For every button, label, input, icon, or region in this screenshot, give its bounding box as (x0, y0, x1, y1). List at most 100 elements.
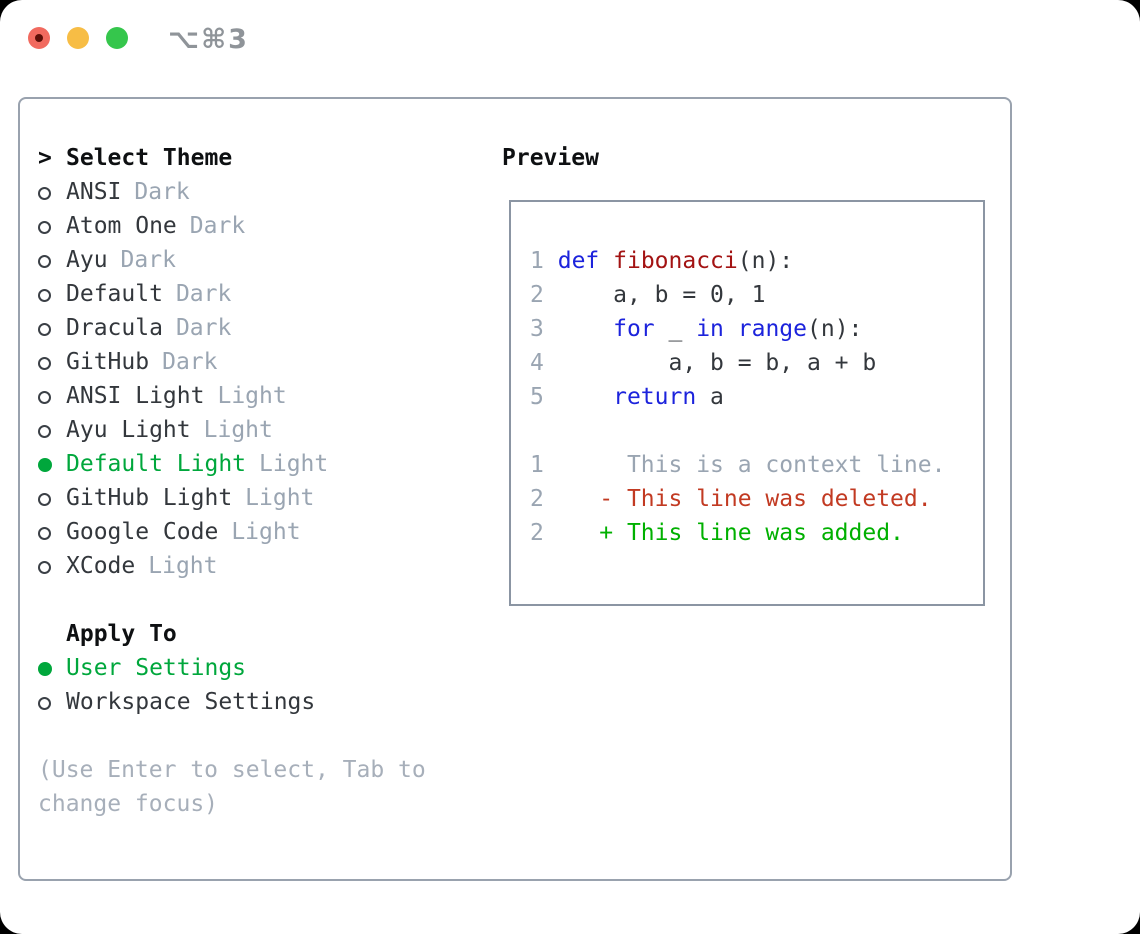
radio-icon (38, 187, 51, 200)
prompt-caret-icon: > (38, 145, 52, 171)
code-token-kw: in (696, 316, 724, 342)
code-token-pltok: (n): (737, 248, 794, 274)
theme-option-label: Atom One (66, 213, 177, 239)
theme-option-default[interactable]: Default Dark (38, 277, 426, 311)
theme-option-xcode[interactable]: XCode Light (38, 549, 426, 583)
theme-option-dracula[interactable]: Dracula Dark (38, 311, 426, 345)
preview-code-line: 3 for _ in range(n): (530, 312, 983, 346)
radio-icon (38, 527, 51, 540)
code-token-kw: range (737, 316, 808, 342)
preview-code-line: 5 return a (530, 380, 983, 414)
theme-option-tag: Dark (175, 315, 232, 341)
radio-icon (38, 561, 51, 574)
code-token-add: + This line was added. (557, 520, 904, 546)
preview-code-line: 2 a, b = 0, 1 (530, 278, 983, 312)
code-token-kw: def (557, 248, 600, 274)
theme-option-atom-one[interactable]: Atom One Dark (38, 209, 426, 243)
line-number: 2 (530, 486, 544, 512)
theme-option-tag: Light (148, 553, 218, 579)
theme-option-default-light[interactable]: Default Light Light (38, 447, 426, 481)
radio-icon (38, 697, 51, 710)
code-token-kw: return (613, 384, 697, 410)
theme-option-tag: Dark (134, 179, 190, 205)
theme-option-github-light[interactable]: GitHub Light Light (38, 481, 426, 515)
line-number: 1 (530, 452, 544, 478)
theme-option-ansi[interactable]: ANSI Dark (38, 175, 426, 209)
theme-option-label: Dracula (66, 315, 163, 341)
line-number: 2 (530, 520, 544, 546)
select-theme-header: > Select Theme (38, 141, 426, 175)
code-token-ctx: This is a context line. (557, 452, 946, 478)
code-token-pltok (558, 316, 613, 342)
theme-option-tag: Light (203, 417, 273, 443)
apply-option-label: Workspace Settings (66, 689, 316, 715)
theme-option-tag: Light (217, 383, 287, 409)
theme-option-label: Default Light (66, 451, 247, 477)
apply-to-header: Apply To (38, 617, 426, 651)
radio-icon (38, 221, 51, 234)
preview-code-line (530, 414, 983, 448)
radio-icon (38, 289, 51, 302)
theme-option-ayu-light[interactable]: Ayu Light Light (38, 413, 426, 447)
select-theme-title: Select Theme (66, 145, 233, 171)
minimize-button[interactable] (67, 27, 89, 49)
preview-code-line: 1 def fibonacci(n): (530, 244, 983, 278)
apply-to-title: Apply To (66, 621, 177, 647)
theme-option-label: Google Code (66, 519, 219, 545)
theme-option-label: XCode (66, 553, 136, 579)
preview-title: Preview (502, 145, 599, 171)
theme-option-tag: Dark (162, 349, 218, 375)
keyboard-hint-text: (Use Enter to select, Tab to change focu… (38, 757, 426, 817)
zoom-button[interactable] (106, 27, 128, 49)
line-number: 3 (530, 316, 544, 342)
window-shortcut-label: ⌥⌘3 (168, 24, 249, 55)
radio-icon (38, 255, 51, 268)
theme-option-tag: Light (231, 519, 301, 545)
theme-option-tag: Light (245, 485, 315, 511)
theme-option-tag: Light (259, 451, 329, 477)
code-token-pltok: a (696, 384, 724, 410)
code-token-pltok (599, 248, 613, 274)
code-token-pltok: _ (654, 316, 697, 342)
preview-code-line: 2 - This line was deleted. (530, 482, 983, 516)
code-token-pltok: a, b = 0, 1 (557, 282, 766, 308)
theme-option-tag: Dark (120, 247, 176, 273)
titlebar: ⌥⌘3 (0, 0, 1140, 76)
code-token-del: - This line was deleted. (557, 486, 932, 512)
preview-code-line: 1 This is a context line. (530, 448, 983, 482)
theme-option-google-code[interactable]: Google Code Light (38, 515, 426, 549)
apply-option-user-settings[interactable]: User Settings (38, 651, 426, 685)
code-token-pltok (558, 384, 613, 410)
theme-option-label: GitHub Light (66, 485, 233, 511)
preview-code-line: 4 a, b = b, a + b (530, 346, 983, 380)
theme-option-ansi-light[interactable]: ANSI Light Light (38, 379, 426, 413)
radio-icon (38, 391, 51, 404)
code-token-pltok: (n): (807, 316, 863, 342)
line-number: 2 (530, 282, 544, 308)
code-token-pltok (724, 316, 738, 342)
close-button[interactable] (28, 27, 50, 49)
radio-icon (38, 493, 51, 506)
radio-icon (38, 323, 51, 336)
code-token-fn: fibonacci (613, 248, 738, 274)
theme-option-label: Default (66, 281, 163, 307)
theme-option-label: ANSI (66, 179, 122, 205)
close-button-dot-icon (35, 34, 43, 42)
theme-option-tag: Dark (189, 213, 246, 239)
spacer (38, 583, 426, 617)
radio-selected-icon (38, 458, 52, 472)
theme-option-label: Ayu Light (66, 417, 191, 443)
radio-icon (38, 357, 51, 370)
apply-option-workspace-settings[interactable]: Workspace Settings (38, 685, 426, 719)
theme-option-label: ANSI Light (66, 383, 205, 409)
theme-option-tag: Dark (175, 281, 232, 307)
line-number: 4 (530, 350, 544, 376)
